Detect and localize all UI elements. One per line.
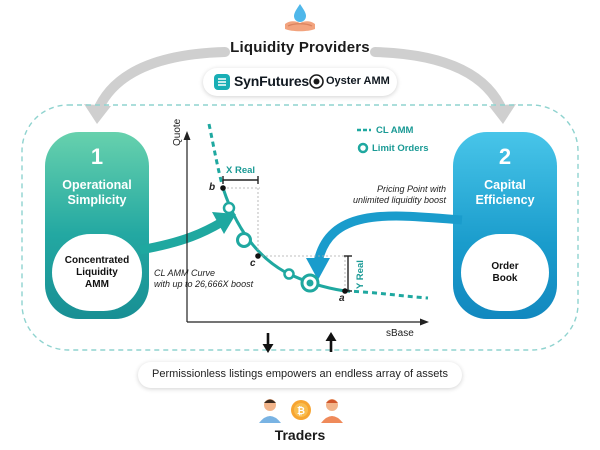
right-loop-arrow (370, 47, 508, 117)
limit-order-marker (283, 268, 295, 280)
x-axis-label: sBase (386, 328, 414, 339)
bitcoin-coin-icon: ₿ (291, 400, 311, 420)
blue-connector-arrow (313, 211, 463, 264)
traders-icons: ₿ (259, 399, 343, 423)
curve-dashed-upper (207, 123, 225, 189)
operational-simplicity-title-line1: Operational (62, 178, 132, 192)
left-loop-arrow (92, 47, 230, 117)
point-label-a: a (339, 293, 345, 304)
permissionless-listings-text: Permissionless listings empowers an endl… (152, 368, 448, 380)
permissionless-listings-pill (138, 362, 462, 388)
y-axis-arrowhead (183, 131, 191, 140)
panel-number-2: 2 (498, 144, 512, 169)
trader-person-icon (259, 399, 281, 423)
panel-number-1: 1 (90, 144, 104, 169)
curve-dashed-lower (344, 289, 429, 300)
inner-left-line2: Liquidity (76, 266, 118, 278)
teal-connector-arrow (139, 218, 225, 255)
operational-simplicity-title-line2: Simplicity (67, 193, 127, 207)
x-axis-arrowhead (420, 318, 429, 326)
y-axis-label: Quote (172, 118, 183, 146)
annotation-pricing-line1: Pricing Point with (376, 184, 446, 194)
trader-person-icon (321, 399, 343, 423)
svg-text:₿: ₿ (297, 405, 305, 417)
limit-order-marker-inner (306, 279, 314, 287)
capital-efficiency-title-line1: Capital (484, 178, 526, 192)
capital-efficiency-title-line2: Efficiency (475, 193, 535, 207)
legend-gear-icon (357, 142, 369, 154)
liquidity-providers-title: Liquidity Providers (230, 39, 370, 56)
logo-pill (203, 68, 397, 96)
down-arrow-head (262, 344, 274, 353)
oyster-amm-logo-text: Oyster AMM (326, 75, 390, 87)
synfutures-logo-text: SynFutures (234, 73, 310, 89)
left-loop-arrowhead (84, 104, 111, 124)
point-label-b: b (209, 182, 216, 193)
cl-amm-curve (221, 187, 346, 293)
legend-cl-amm: CL AMM (376, 125, 414, 136)
inner-left-line3: AMM (85, 278, 109, 290)
up-arrow-head (325, 332, 337, 341)
limit-order-marker (236, 232, 252, 248)
liquidity-hand-icon (285, 4, 315, 32)
teal-connector-arrowhead (212, 212, 236, 234)
inner-left-line1: Concentrated (64, 254, 130, 266)
legend-limit-orders: Limit Orders (372, 143, 429, 154)
inner-right-line2: Book (492, 272, 518, 284)
point-a-dot (342, 288, 348, 294)
annotation-pricing-line2: unlimited liquidity boost (352, 195, 446, 205)
dashed-frame (21, 104, 579, 351)
blue-connector-arrowhead (306, 258, 330, 280)
right-loop-arrowhead (489, 104, 516, 124)
point-b-dot (220, 185, 226, 191)
concentrated-liquidity-amm-circle: Concentrated Liquidity AMM (52, 234, 142, 311)
synfutures-logo-icon (214, 74, 230, 90)
point-c-dot (255, 253, 261, 259)
inner-right-line1: Order (491, 260, 519, 272)
oyster-logo-icon (309, 74, 324, 89)
traders-title: Traders (274, 427, 326, 443)
annotation-curve-line2: with up to 26,666X boost (154, 279, 254, 289)
point-label-c: c (250, 258, 256, 269)
order-book-circle: Order Book (461, 234, 549, 311)
y-real-label: Y Real (355, 260, 366, 289)
annotation-curve-line1: CL AMM Curve (154, 268, 216, 278)
x-real-label: X Real (226, 165, 256, 176)
limit-order-marker (222, 201, 236, 215)
